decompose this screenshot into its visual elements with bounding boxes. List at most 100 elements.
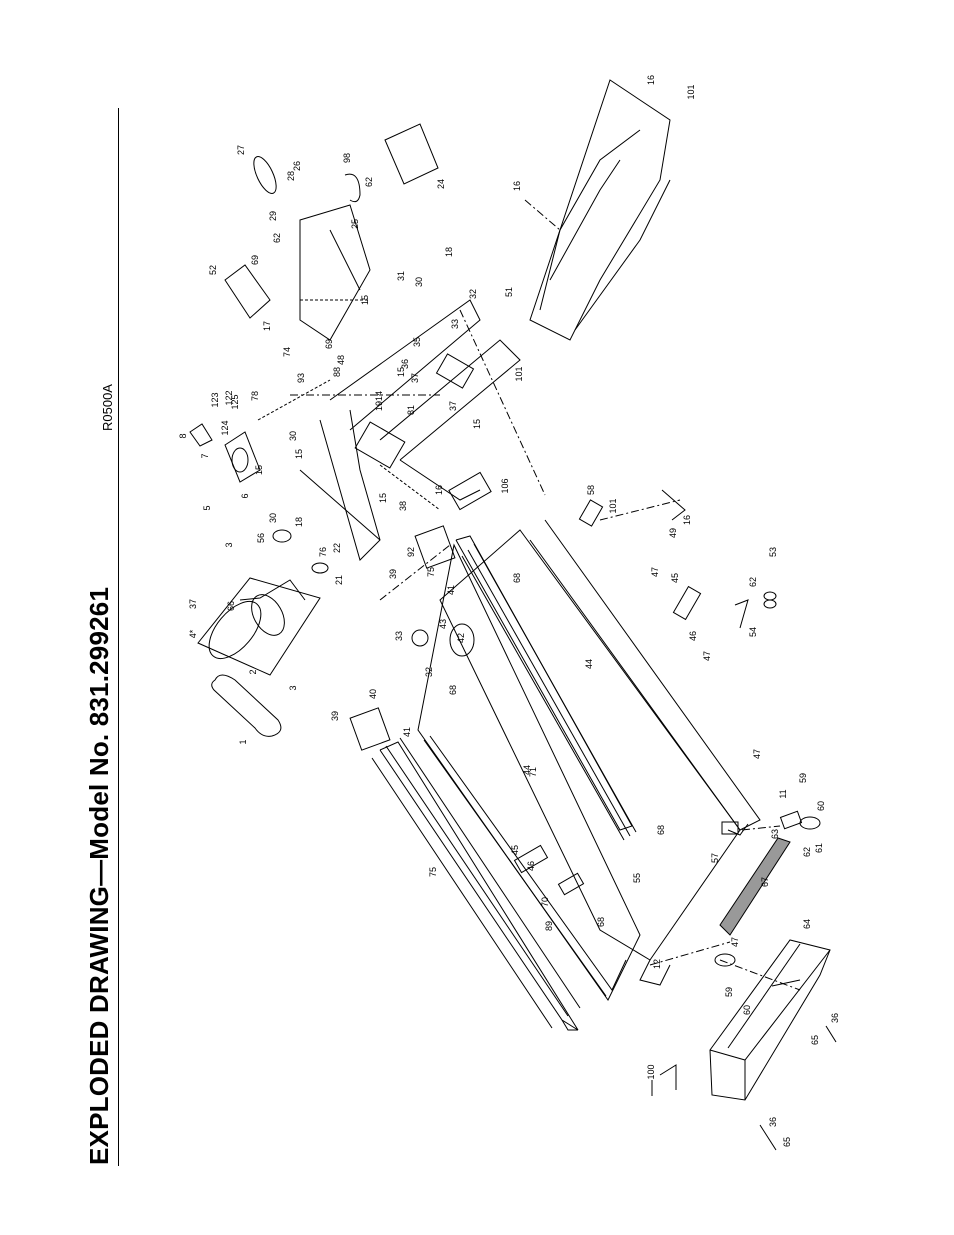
callout-c40: 40 [368,689,378,699]
callout-c63: 63 [770,829,780,839]
callout-c55: 55 [632,873,642,883]
callout-c89: 89 [544,921,554,931]
callout-c60a: 60 [816,801,826,811]
callout-c68b: 68 [512,573,522,583]
callout-c47b: 47 [702,651,712,661]
callout-c53: 53 [768,547,778,557]
callout-c101c: 101 [514,366,524,381]
callout-c41a: 41 [402,727,412,737]
callout-c28: 28 [286,171,296,181]
callout-c12: 12 [652,959,662,969]
callout-c106: 106 [500,478,510,493]
callout-c37a: 37 [188,599,198,609]
callout-c15a: 15 [294,449,304,459]
upright-assembly [299,299,521,561]
callout-c29: 29 [268,211,278,221]
callout-c39a: 39 [330,711,340,721]
callout-c76: 76 [318,547,328,557]
callout-c66: 66 [226,601,236,611]
callout-c125: 125 [230,394,240,409]
callout-c39b: 39 [388,569,398,579]
callout-c22: 22 [332,543,342,553]
callout-c46b: 46 [688,631,698,641]
console-controller [224,123,439,341]
callout-c75a: 75 [428,867,438,877]
side-rail-right [455,535,637,841]
callout-c74: 74 [282,347,292,357]
callout-c45a: 45 [510,845,520,855]
callout-c1: 1 [238,739,248,744]
callout-c68d: 68 [596,917,606,927]
callout-c16b: 16 [512,181,522,191]
callout-c42: 42 [456,633,466,643]
callout-c92: 92 [406,547,416,557]
misc-hardware [272,471,821,1096]
callout-c49: 49 [668,528,678,538]
callout-c32b: 32 [468,289,478,299]
title-rule [118,108,119,1166]
callout-c47c: 47 [752,749,762,759]
callout-c3a: 3 [224,542,234,547]
callout-c122: 122 [224,390,234,405]
callout-c24: 24 [436,179,446,189]
callout-c30b: 30 [288,431,298,441]
callout-c59b: 59 [724,987,734,997]
callout-c59a: 59 [798,773,808,783]
callout-c15e: 15 [396,367,406,377]
callout-c35: 35 [412,337,422,347]
callout-c44a: 44 [522,765,532,775]
callout-c33b: 33 [450,319,460,329]
construction-lines [290,199,801,991]
callout-c45b: 45 [670,573,680,583]
callout-c15f: 15 [472,419,482,429]
walking-deck [417,543,641,1001]
callout-c37c: 37 [448,401,458,411]
callout-c32a: 32 [424,667,434,677]
callout-c47a: 47 [650,567,660,577]
callout-c16a: 16 [434,485,444,495]
callout-c30c: 30 [414,277,424,287]
callout-c3b: 3 [288,685,298,690]
callout-c37b: 37 [410,373,420,383]
callout-c62c: 62 [272,233,282,243]
drive-belt [211,674,282,737]
callout-c88: 88 [332,367,342,377]
callout-c65b: 65 [782,1137,792,1147]
callout-c123: 123 [210,392,220,407]
callout-c62d: 62 [364,177,374,187]
callout-c93: 93 [296,373,306,383]
electronics-module [189,423,261,483]
callout-c21: 21 [334,575,344,585]
callout-c18a: 18 [294,517,304,527]
callout-c38: 38 [398,501,408,511]
callout-c62a: 62 [748,577,758,587]
callout-c30a: 30 [268,513,278,523]
dashed-lines [257,299,441,511]
callout-c36a: 36 [400,359,410,369]
callout-c2: 2 [248,669,258,674]
callout-c14: 14 [374,391,384,401]
callout-c78: 78 [250,391,260,401]
callout-c43: 43 [438,619,448,629]
callout-c54: 54 [748,627,758,637]
callout-c71: 71 [528,767,538,777]
callout-labels: 12334*5678111214151515151515161616161718… [178,75,840,1147]
callout-c19: 19 [374,401,384,411]
callout-c15d: 15 [360,295,370,305]
callout-c36b: 36 [768,1117,778,1127]
rear-foot-assembly [709,939,837,1151]
callout-c17: 17 [262,321,272,331]
callout-c5: 5 [202,505,212,510]
callout-c70: 70 [540,897,550,907]
callout-c25: 25 [350,219,360,229]
callout-c31: 31 [396,271,406,281]
callout-c36c: 36 [830,1013,840,1023]
callout-c101b: 101 [686,84,696,99]
callout-c48: 48 [336,355,346,365]
callout-c33a: 33 [394,631,404,641]
callout-c100: 100 [646,1064,656,1079]
callout-c7: 7 [200,453,210,458]
callout-c69b: 69 [324,339,334,349]
